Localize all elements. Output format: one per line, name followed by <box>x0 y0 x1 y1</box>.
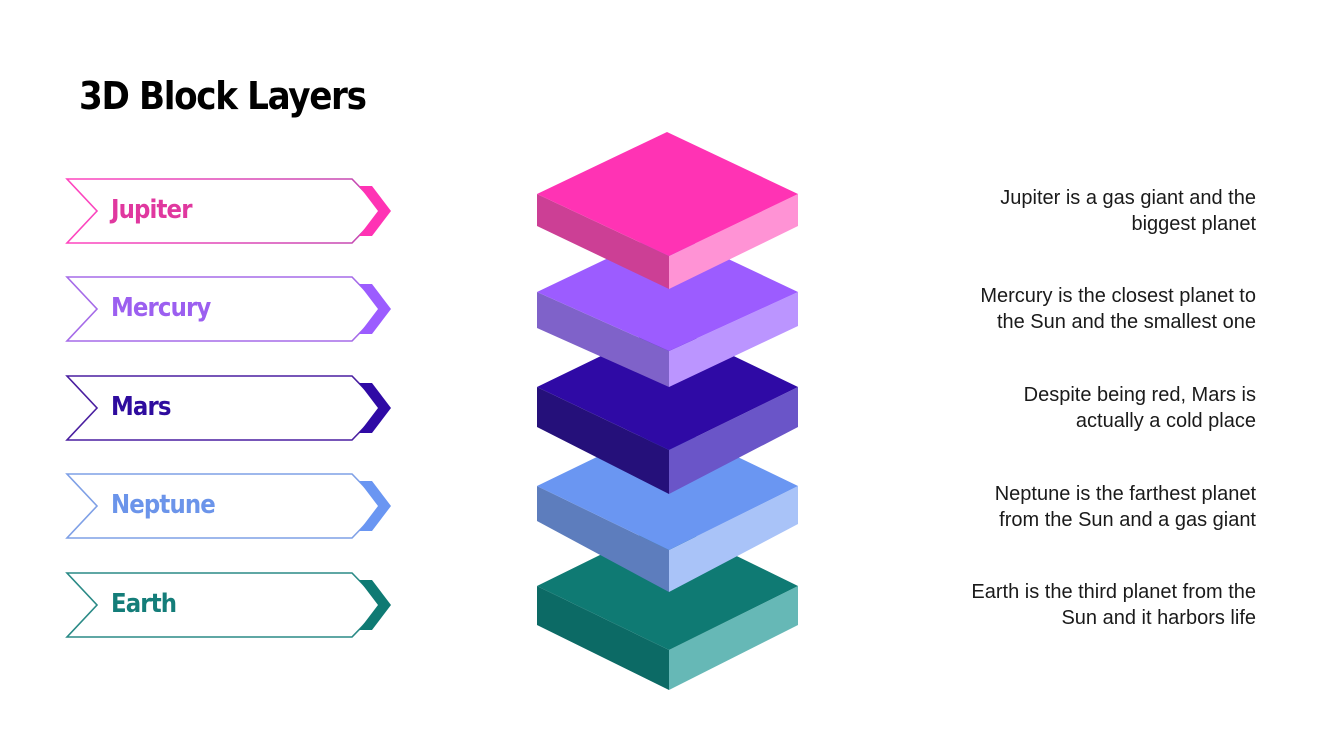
description-line: Neptune is the farthest planet <box>994 483 1256 505</box>
block-mercury <box>537 230 798 387</box>
description-neptune: Neptune is the farthest planet from the … <box>896 481 1256 533</box>
label-text: Mercury <box>111 293 211 323</box>
description-line: Jupiter is a gas giant and the <box>1000 187 1256 209</box>
label-neptune: Neptune <box>64 472 398 542</box>
label-text: Jupiter <box>111 195 192 225</box>
description-line: from the Sun and a gas giant <box>999 509 1256 531</box>
description-line: the Sun and the smallest one <box>996 311 1256 333</box>
description-jupiter: Jupiter is a gas giant and the biggest p… <box>896 185 1256 237</box>
description-line: Despite being red, Mars is <box>1023 384 1256 406</box>
arrow-banner-icon <box>65 375 391 441</box>
description-line: actually a cold place <box>1075 410 1256 432</box>
label-mars: Mars <box>64 374 398 444</box>
description-mercury: Mercury is the closest planet to the Sun… <box>896 283 1256 335</box>
description-line: Earth is the third planet from the <box>971 581 1256 603</box>
label-earth: Earth <box>64 571 398 641</box>
label-mercury: Mercury <box>64 275 398 345</box>
arrow-banner-icon <box>65 473 391 539</box>
label-text: Neptune <box>111 490 216 520</box>
label-jupiter: Jupiter <box>64 177 398 247</box>
description-mars: Despite being red, Mars is actually a co… <box>896 382 1256 434</box>
description-line: biggest planet <box>1131 213 1256 235</box>
description-earth: Earth is the third planet from the Sun a… <box>896 579 1256 631</box>
layer-labels: Jupiter Mercury Mars Neptune Earth <box>0 0 420 752</box>
label-text: Earth <box>111 589 177 619</box>
page-title: 3D Block Layers <box>79 74 367 118</box>
block-jupiter <box>537 132 798 289</box>
description-line: Mercury is the closest planet to <box>980 285 1256 307</box>
arrow-banner-icon <box>65 178 391 244</box>
arrow-banner-icon <box>65 276 391 342</box>
description-line: Sun and it harbors life <box>1061 607 1256 629</box>
label-text: Mars <box>111 392 171 422</box>
arrow-banner-icon <box>65 572 391 638</box>
